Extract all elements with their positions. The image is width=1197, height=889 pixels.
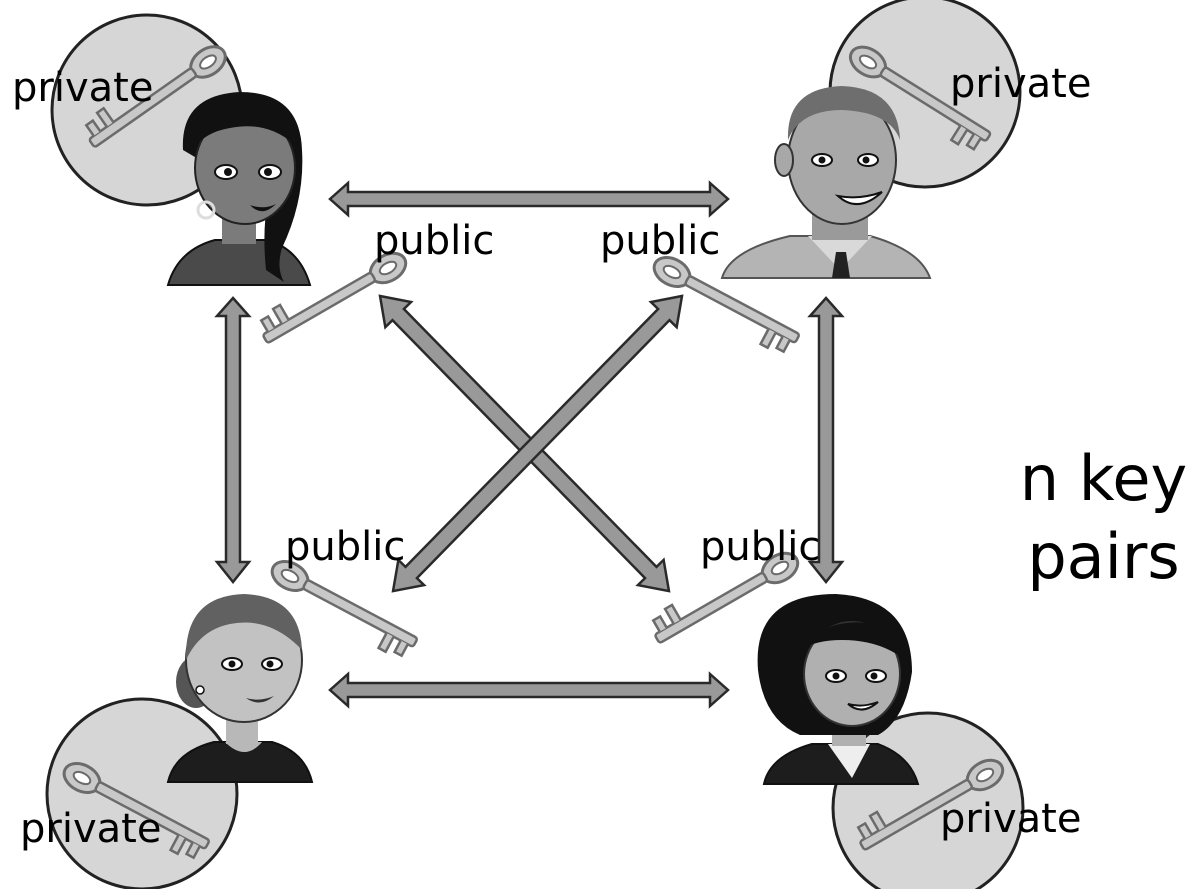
private-label-top-left: private [12, 65, 153, 111]
caption-line-2: pairs [1027, 520, 1180, 593]
arrow-diagonal-tr-bl [391, 294, 684, 593]
public-label-top-left: public [374, 218, 494, 264]
caption-line-1: n key [1019, 442, 1188, 515]
arrow-top-horizontal [328, 180, 730, 218]
arrows [214, 180, 845, 709]
public-label-bottom-left: public [285, 524, 405, 570]
person-top-left-avatar [166, 92, 312, 286]
key-pairs-caption: n key pairs [1010, 440, 1197, 596]
public-label-top-right: public [600, 218, 720, 264]
person-top-right-avatar [720, 86, 932, 279]
person-bottom-right-avatar [757, 594, 920, 785]
private-label-bottom-right: private [940, 796, 1081, 842]
private-bubble-bottom-left [45, 697, 239, 889]
private-label-bottom-left: private [20, 806, 161, 852]
arrow-left-vertical [214, 296, 252, 585]
person-bottom-left-avatar [166, 594, 314, 783]
arrow-right-vertical [807, 296, 845, 585]
arrow-bottom-horizontal [328, 671, 730, 709]
public-label-bottom-right: public [700, 524, 820, 570]
arrow-diagonal-tl-br [378, 294, 671, 593]
private-label-top-right: private [950, 61, 1091, 107]
